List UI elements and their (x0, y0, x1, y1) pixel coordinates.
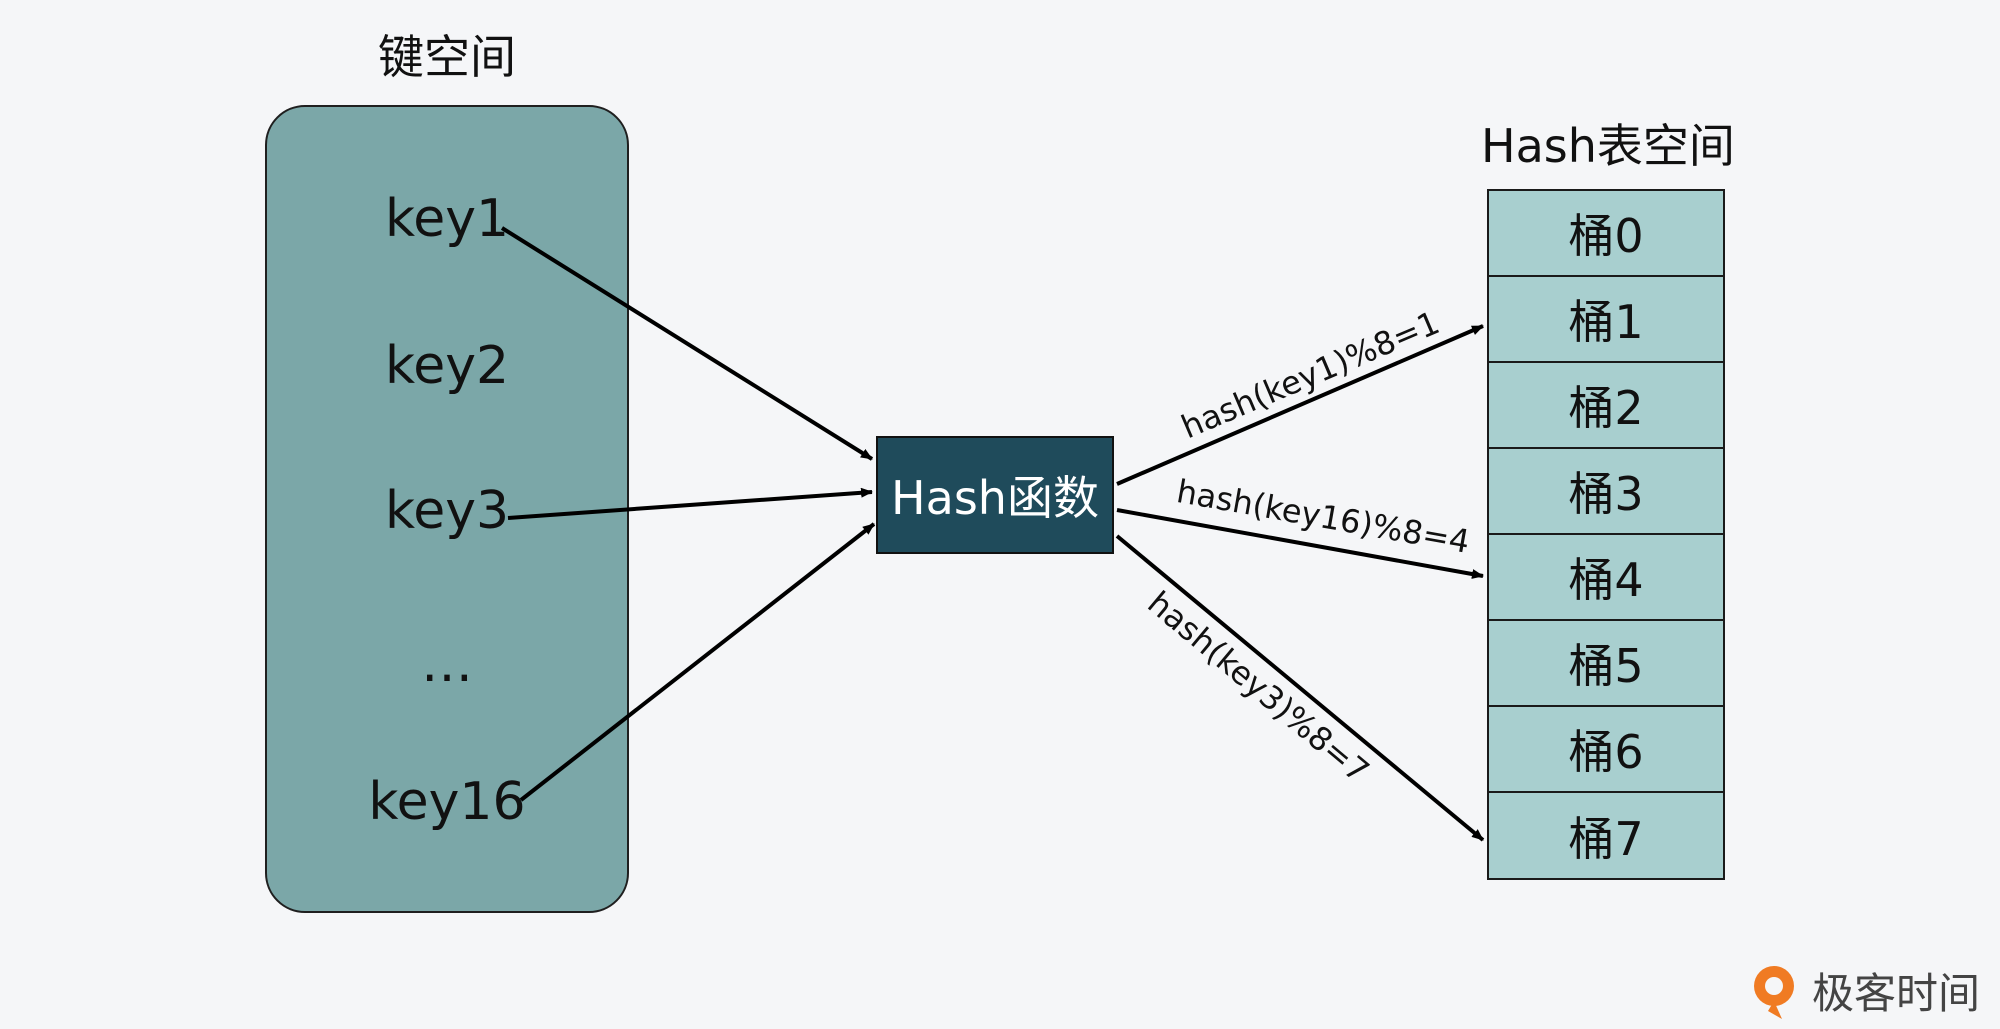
bucket-5: 桶5 (1489, 621, 1723, 707)
arrow-key1-to-hash (500, 226, 874, 461)
key-label-key3: key3 (384, 481, 510, 541)
arrow-hash-to-bucket7 (1115, 534, 1485, 842)
key-label-ellipsis: … (421, 634, 473, 694)
bucket-0: 桶0 (1489, 191, 1723, 277)
arrow-hash-to-bucket4 (1116, 508, 1484, 579)
brand-logo-icon (1753, 965, 1794, 1019)
arrow-key3-to-hash (507, 487, 873, 520)
bucket-4: 桶4 (1489, 535, 1723, 621)
bucket-1: 桶1 (1489, 277, 1723, 363)
key-space-title: 键空间 (378, 30, 516, 84)
key-label-key16: key16 (368, 772, 526, 832)
brand-logo: 极客时间 (1748, 960, 1980, 1021)
bucket-7: 桶7 (1489, 793, 1723, 878)
bucket-table: 桶0 桶1 桶2 桶3 桶4 桶5 桶6 桶7 (1487, 189, 1725, 880)
key-label-key2: key2 (384, 336, 510, 396)
arrow-key16-to-hash (519, 522, 876, 802)
table-space-title: Hash表空间 (1481, 119, 1735, 173)
bucket-3: 桶3 (1489, 449, 1723, 535)
bucket-2: 桶2 (1489, 363, 1723, 449)
key-label-key1: key1 (384, 189, 510, 249)
hash-function-box: Hash函数 (876, 436, 1114, 554)
key-space-box (265, 105, 629, 913)
arrow-hash-to-bucket1 (1116, 324, 1484, 486)
brand-logo-text: 极客时间 (1811, 969, 1980, 1018)
bucket-6: 桶6 (1489, 707, 1723, 793)
hash-function-label: Hash函数 (891, 471, 1099, 525)
